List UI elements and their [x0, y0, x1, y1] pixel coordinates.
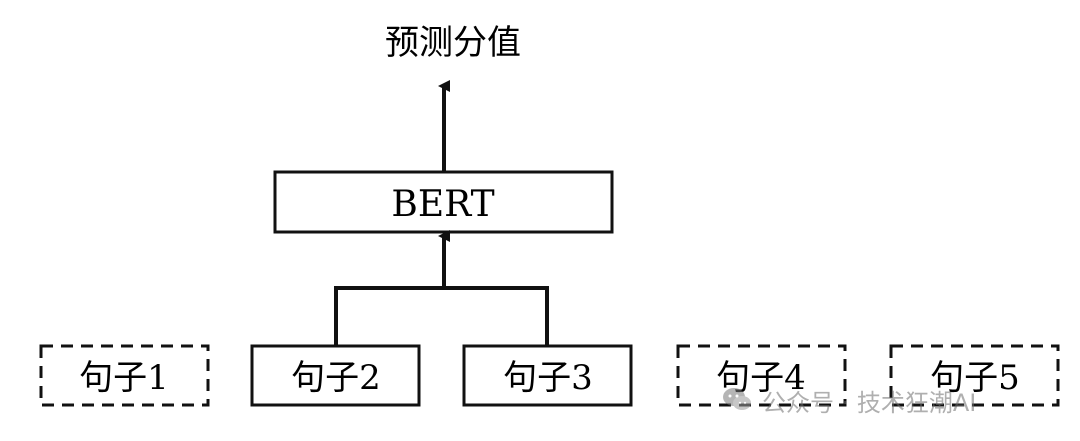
- sentence-connector: [334, 286, 549, 345]
- sentence-box-1: 句子1: [39, 344, 210, 407]
- output-label: 预测分值: [385, 23, 521, 63]
- sentence-label-3: 句子3: [503, 358, 593, 398]
- sentence-box-3: 句子3: [462, 344, 633, 407]
- sentence-label-1: 句子1: [79, 358, 169, 398]
- sentence-box-5: 句子5: [889, 344, 1060, 407]
- sentence-label-2: 句子2: [291, 358, 381, 398]
- sentence-label-5: 句子5: [930, 358, 1020, 398]
- bert-label: BERT: [391, 184, 494, 225]
- sentence-box-2: 句子2: [250, 344, 421, 407]
- sentence-label-4: 句子4: [716, 358, 806, 398]
- sentence-box-4: 句子4: [676, 344, 847, 407]
